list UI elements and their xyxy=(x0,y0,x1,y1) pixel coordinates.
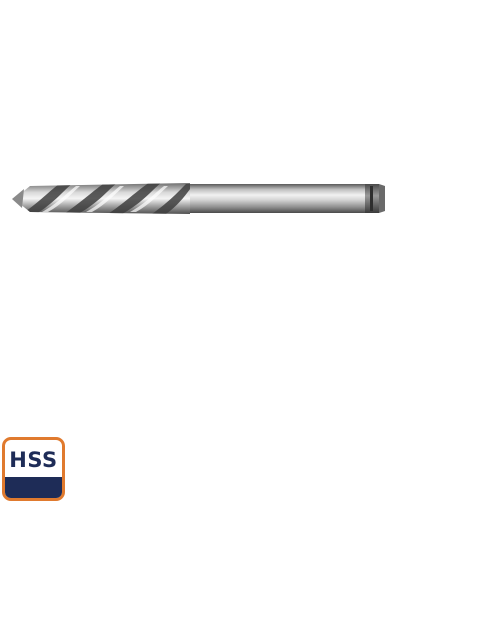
hss-material-badge: HSS xyxy=(2,437,65,501)
drill-shank-end xyxy=(365,184,385,213)
hss-badge-band xyxy=(5,477,62,498)
hss-badge-label: HSS xyxy=(9,448,58,472)
drill-shank xyxy=(186,184,372,213)
drill-flutes xyxy=(14,183,190,214)
drill-tip xyxy=(12,189,24,208)
